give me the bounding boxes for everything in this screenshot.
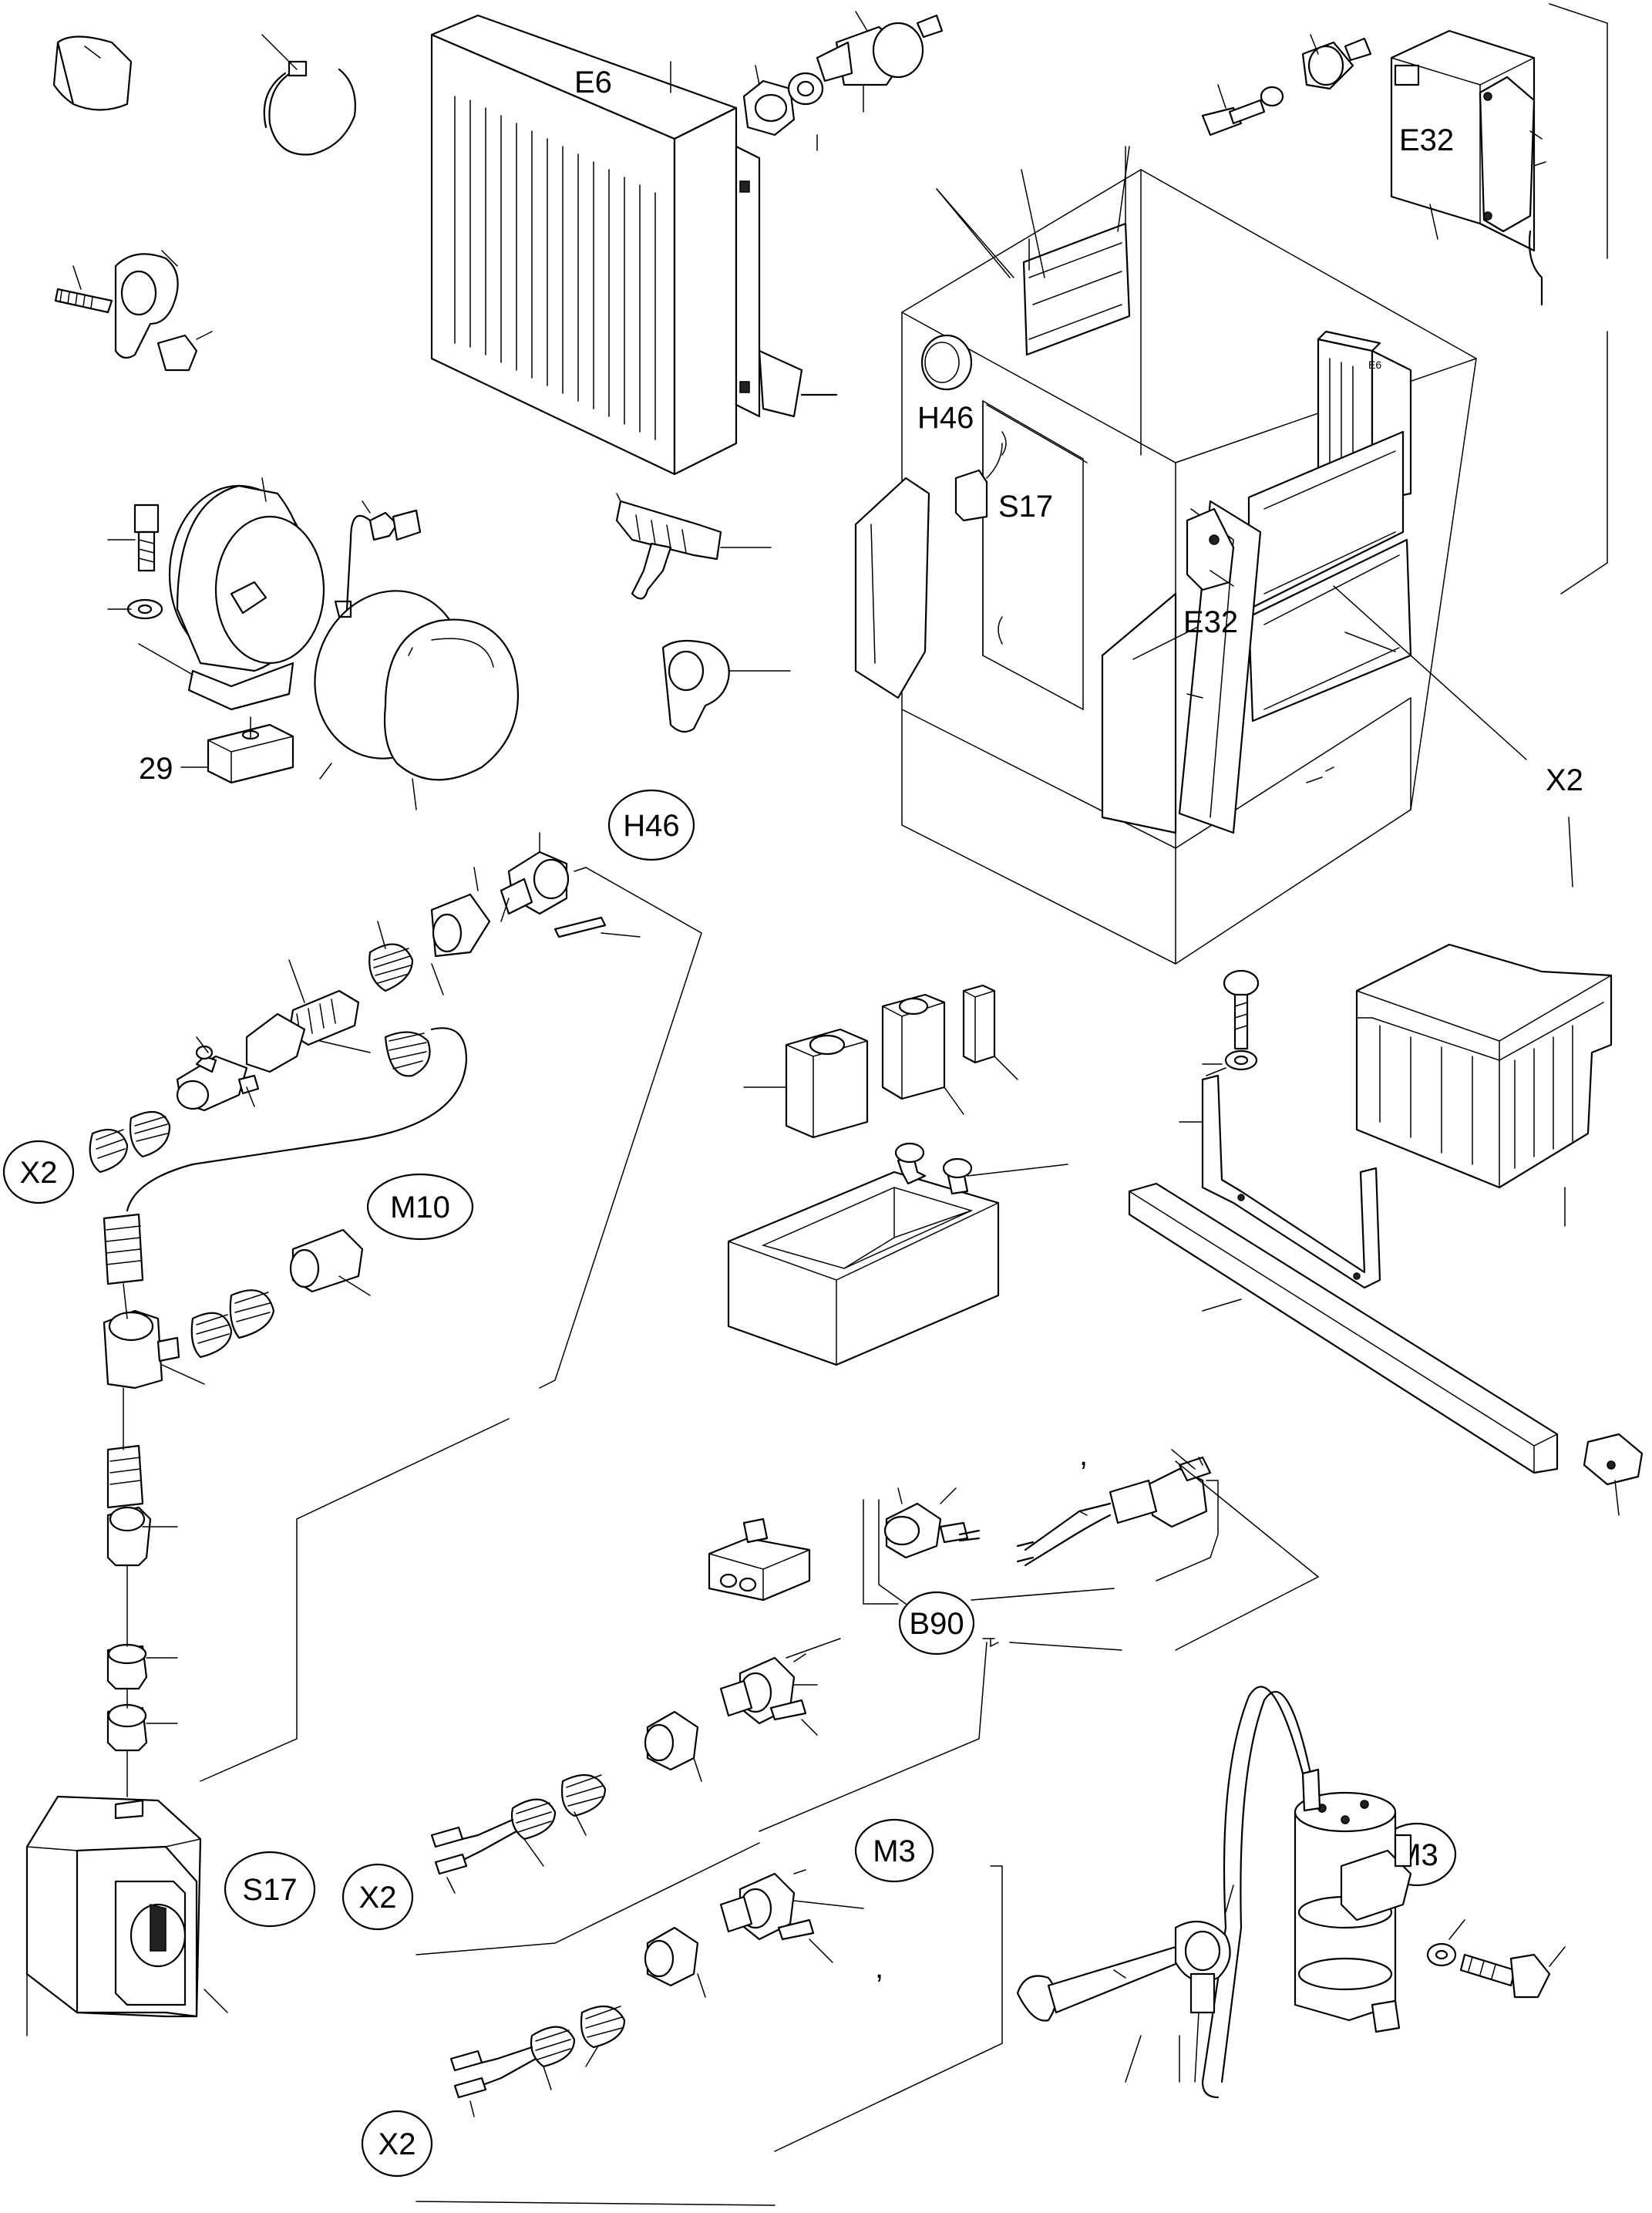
label-m3-bubble-1: M3	[873, 1834, 916, 1868]
connector-housing-part	[615, 493, 772, 600]
label-comma-1: ,	[1079, 1438, 1088, 1472]
label-s17-bubble: S17	[242, 1873, 297, 1907]
heater-e6: E6	[430, 14, 838, 476]
label-h46-cab: H46	[917, 401, 974, 435]
switch-s17	[25, 1795, 228, 2036]
label-x2-bubble-3: X2	[379, 2127, 416, 2161]
label-x2-bubble-1: X2	[20, 1156, 58, 1190]
label-e6-small: E6	[1368, 359, 1381, 371]
bubble-m3-1: M3	[854, 1818, 934, 1883]
bubble-x2-1: X2	[2, 1140, 75, 1204]
label-part-29: 29	[139, 752, 173, 786]
cable-tie-part	[261, 34, 356, 156]
connector-chain-m10	[103, 1213, 371, 1797]
relay-blocks	[743, 984, 1018, 1139]
label-b90-bubble: B90	[909, 1607, 964, 1641]
label-e6-main: E6	[574, 66, 612, 99]
label-e32-top: E32	[1399, 123, 1454, 157]
label-x2-cab: X2	[1546, 763, 1583, 797]
clip-part	[661, 639, 791, 733]
heater-e32: E32	[1390, 3, 1608, 306]
connector-chain-h46	[89, 832, 702, 1389]
label-x2-bubble-2: X2	[359, 1881, 397, 1915]
bubble-x2-3: X2	[361, 2110, 433, 2178]
bubble-x2-2: X2	[342, 1863, 414, 1931]
connector-plug-part	[708, 1517, 811, 1602]
cable-sleeve-part	[52, 35, 133, 111]
warning-lamp-h46: 29	[107, 477, 519, 810]
wire-harness-b90: ,	[1016, 1438, 1219, 1581]
label-m10-bubble: M10	[390, 1191, 450, 1224]
bubble-h46: H46	[607, 789, 695, 861]
sensor-b90	[863, 1487, 981, 1605]
filter-part	[816, 11, 944, 113]
bubble-b90: B90	[898, 1591, 975, 1656]
heater-grille	[454, 96, 656, 440]
horn-compressor-m3	[1016, 1686, 1566, 2099]
label-e32-cab: E32	[1183, 605, 1238, 639]
connector-chain-m3: ,	[449, 1869, 883, 2117]
label-s17-cab: S17	[998, 490, 1053, 524]
bubble-s17: S17	[224, 1851, 316, 1928]
cabinet-assembly: E6 H46 S17 E32 X2	[854, 146, 1583, 965]
label-h46-bubble: H46	[623, 809, 679, 843]
grommet-nut-part	[742, 65, 824, 151]
bubble-m10: M10	[366, 1173, 474, 1241]
clip-with-screw-part	[54, 250, 213, 372]
card-rack	[1355, 943, 1613, 1227]
tray-part	[727, 1142, 1068, 1366]
mounting-bracket	[1128, 969, 1644, 1516]
connector-chain-b90	[416, 1638, 987, 1955]
label-comma-2: ,	[875, 1951, 883, 1985]
mount-bolt-part	[1201, 34, 1372, 136]
